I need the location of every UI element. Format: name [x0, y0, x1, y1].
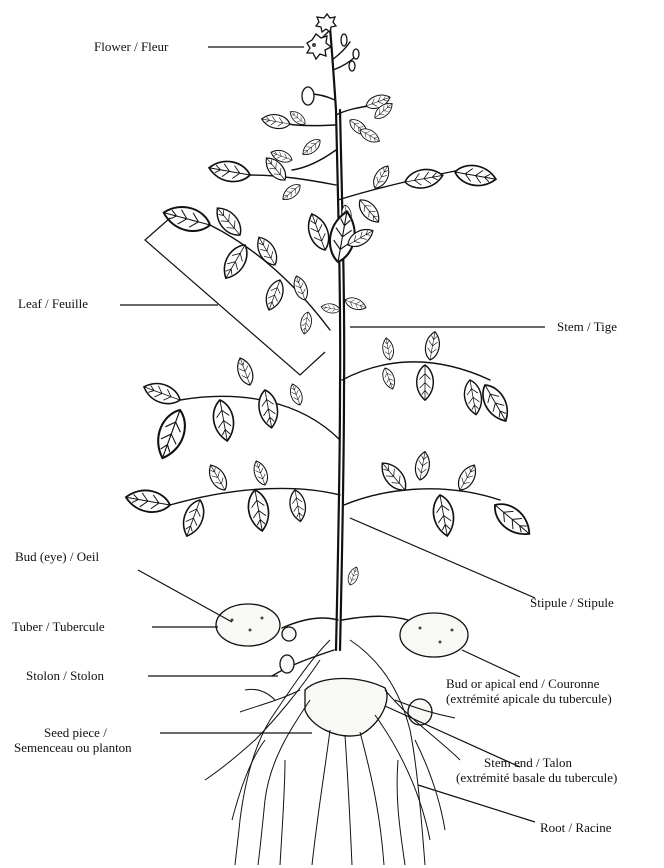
leaf-bracket: [145, 218, 325, 375]
label-bud-apical-end-note: (extrémité apicale du tubercule): [446, 691, 612, 706]
main-stem: [330, 28, 344, 650]
label-flower: Flower / Fleur: [94, 39, 169, 54]
label-stolon: Stolon / Stolon: [26, 668, 105, 683]
upper-right-leaf: [338, 162, 498, 226]
lower-left-leaf: [124, 459, 340, 539]
upper-foliage: [260, 87, 395, 170]
label-stem-end: Stem end / Talon: [484, 755, 573, 770]
roots: [205, 640, 460, 865]
label-seed-piece-fr: Semenceau ou planton: [14, 740, 132, 755]
middle-right-leaf: [342, 330, 514, 425]
label-stem-end-note: (extrémité basale du tubercule): [456, 770, 617, 785]
middle-left-leaf: [141, 356, 340, 463]
label-stipule: Stipule / Stipule: [530, 595, 614, 610]
label-leaf: Leaf / Feuille: [18, 296, 88, 311]
label-seed-piece: Seed piece /: [44, 725, 107, 740]
label-stem: Stem / Tige: [557, 319, 617, 334]
label-root: Root / Racine: [540, 820, 612, 835]
label-bud-eye: Bud (eye) / Oeil: [15, 549, 100, 564]
seed-piece: [305, 678, 387, 735]
label-bud-apical-end: Bud or apical end / Couronne: [446, 676, 600, 691]
label-tuber: Tuber / Tubercule: [12, 619, 105, 634]
